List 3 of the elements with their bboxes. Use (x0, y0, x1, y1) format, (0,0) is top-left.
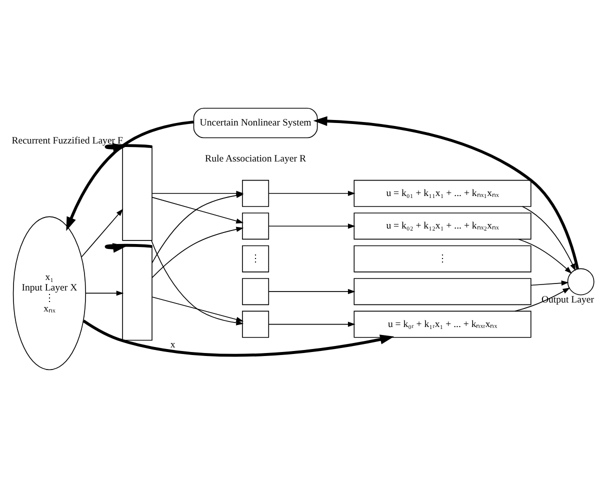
node-label: Recurrent Fuzzified Layer F (12, 135, 123, 146)
edge-label: x (170, 339, 176, 350)
label: Rule Association Layer R (205, 153, 306, 164)
